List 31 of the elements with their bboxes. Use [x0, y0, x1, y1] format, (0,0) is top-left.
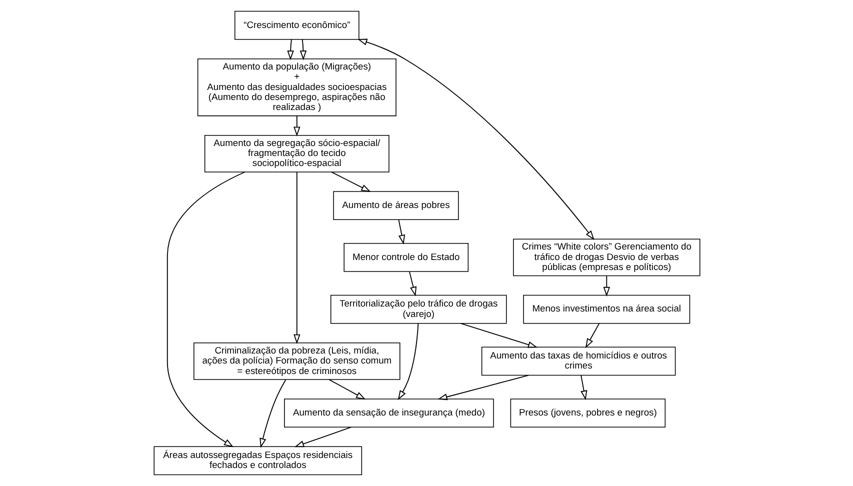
arrow: [408, 271, 416, 296]
node-box: Menos investimentos na área social: [522, 294, 690, 324]
node-box: “Crescimento econômico”: [234, 10, 359, 40]
node-box: Menor controle do Estado: [343, 243, 468, 272]
node-box: Crimes “White colors” Gerenciamento do tráfico de drogas Desvio de verbas públicas (empresas e políticos): [512, 238, 700, 276]
arrow: [460, 322, 538, 348]
arrow: [293, 172, 300, 344]
arrow: [437, 374, 528, 400]
node-box: Territorialização pelo tráfico de drogas (varejo): [330, 294, 506, 324]
arrow: [580, 375, 587, 400]
node-box: Áreas autossegregadas Espaços residenciais fechados e controlados: [153, 446, 362, 476]
arrow: [294, 426, 352, 448]
node-box: Aumento da sensação de insegurança (medo): [284, 398, 494, 428]
arrow: [286, 39, 294, 60]
arrow: [299, 39, 306, 60]
arrow: [330, 172, 370, 192]
node-box: Aumento da segregação sócio-espacial/ fragmentação do tecido sociopolítico-espacial: [204, 134, 389, 172]
node-box: Criminalização da pobreza (Leis, mídia, ações da polícia) Formação do senso comum = estereótipos de criminosos: [193, 342, 400, 380]
arrow: [259, 379, 286, 448]
arrow: [602, 275, 610, 297]
arrow: [293, 116, 300, 136]
node-box: Aumento de áreas pobres: [332, 191, 458, 220]
arrow: [357, 38, 594, 240]
node-box: Aumento das taxas de homicídios e outros crimes: [480, 346, 676, 376]
arrow: [398, 219, 405, 245]
arrow: [328, 379, 366, 400]
node-box: Presos (jovens, pobres e negros): [510, 398, 666, 428]
arrow: [166, 172, 245, 448]
arrow: [397, 323, 418, 400]
arrow: [584, 323, 600, 348]
node-box: Aumento da população (Migrações) + Aumento das desigualdades socioespacias (Aumento do desemprego, aspirações não realizadas ): [196, 58, 396, 116]
